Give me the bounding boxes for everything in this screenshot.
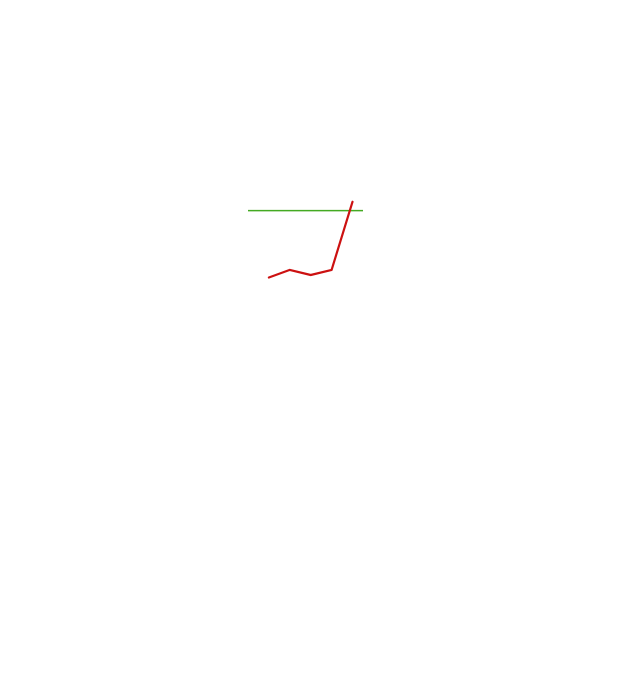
chart-marks — [248, 200, 363, 279]
series-line-0 — [267, 200, 354, 279]
